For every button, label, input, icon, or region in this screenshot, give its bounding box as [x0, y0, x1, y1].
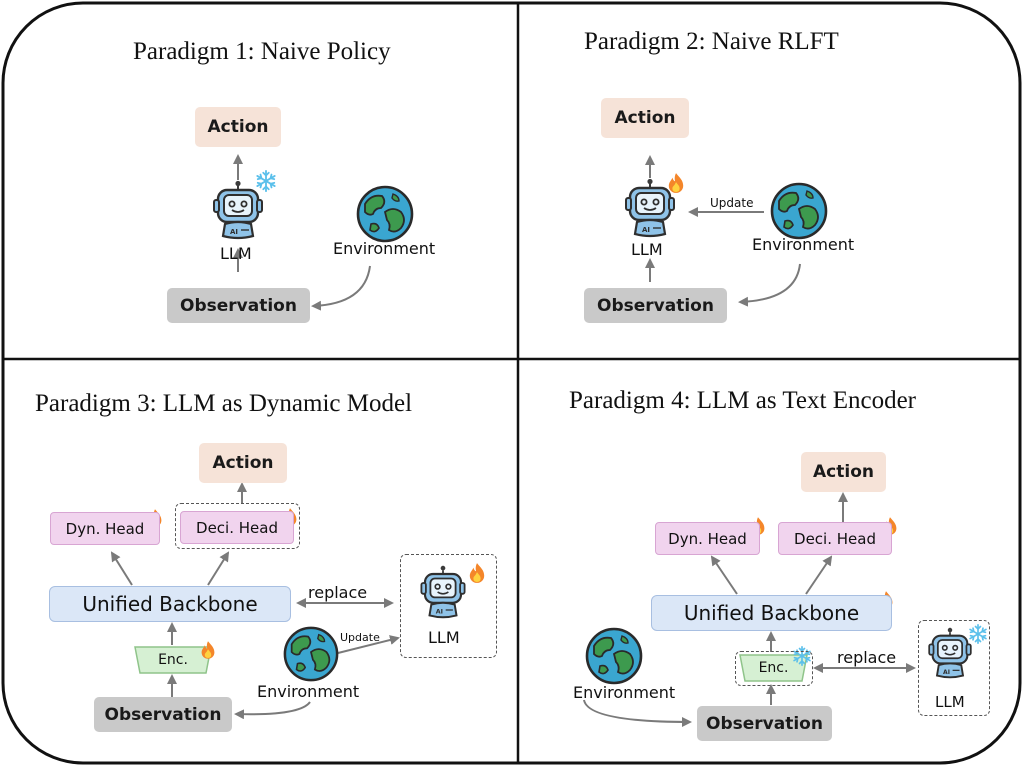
- p2-observation-box: Observation: [584, 288, 727, 323]
- p4-action-box: Action: [801, 452, 886, 492]
- p3-deci-head-dashed-frame: [175, 503, 300, 549]
- p3-arrow-backbone-to-deci: [207, 551, 230, 586]
- p2-earth-icon: [770, 182, 828, 240]
- p3-environment-label: Environment: [257, 682, 360, 701]
- p2-update-label: Update: [710, 196, 754, 210]
- p3-earth-icon: [283, 626, 339, 682]
- p4-environment-label: Environment: [573, 683, 676, 702]
- p3-llm-label: LLM: [428, 628, 460, 647]
- p2-llm-label: LLM: [631, 240, 663, 259]
- p4-unified-backbone: Unified Backbone: [651, 595, 892, 631]
- p4-enc-dashed-frame: [735, 651, 813, 686]
- p3-update-label: Update: [340, 631, 380, 644]
- p3-arrow-env-to-obs: [234, 701, 311, 720]
- p4-replace-label: replace: [837, 648, 897, 667]
- p1-earth-icon: [356, 185, 414, 243]
- p4-observation-box: Observation: [697, 706, 832, 741]
- p1-llm-label: LLM: [220, 244, 252, 263]
- p3-deci-head-box: Deci. Head: [180, 511, 294, 544]
- p3-observation-box: Observation: [94, 697, 232, 732]
- p2-environment-label: Environment: [752, 235, 855, 254]
- p4-llm-label: LLM: [935, 693, 965, 711]
- p3-arrow-update: [333, 635, 400, 655]
- p3-action-box: Action: [199, 443, 287, 483]
- p4-dyn-head-box: Dyn. Head: [655, 522, 760, 555]
- p1-action-box: Action: [195, 107, 281, 147]
- p3-title: Paradigm 3: LLM as Dynamic Model: [35, 390, 413, 417]
- p3-llm-dashed-frame: [400, 554, 497, 658]
- p1-environment-label: Environment: [333, 239, 436, 258]
- p4-arrow-backbone-to-dyn: [710, 555, 738, 595]
- p4-encoder-shape: [739, 654, 808, 682]
- p3-encoder-shape: [134, 646, 212, 674]
- p4-earth-icon: [585, 627, 643, 685]
- p3-unified-backbone: Unified Backbone: [49, 586, 291, 622]
- p3-arrow-backbone-to-dyn: [110, 551, 133, 586]
- p3-replace-label: replace: [308, 583, 368, 602]
- p4-arrow-env-to-obs: [583, 699, 692, 727]
- p1-snowflake-icon: [256, 170, 276, 192]
- p2-robot-icon: [624, 178, 676, 238]
- p4-encoder-label: Enc.: [758, 660, 789, 676]
- p3-encoder-label: Enc.: [158, 652, 188, 668]
- p4-llm-dashed-frame: [918, 620, 990, 716]
- p4-deci-head-box: Deci. Head: [778, 522, 892, 555]
- p1-title: Paradigm 1: Naive Policy: [133, 38, 391, 65]
- p4-arrow-backbone-to-deci: [805, 555, 833, 595]
- p2-title: Paradigm 2: Naive RLFT: [584, 28, 839, 55]
- p2-action-box: Action: [601, 98, 689, 138]
- p1-observation-box: Observation: [167, 288, 310, 323]
- p1-robot-icon: [212, 180, 264, 240]
- p1-arrow-env-to-obs: [311, 265, 371, 311]
- p3-dyn-head-box: Dyn. Head: [50, 512, 160, 545]
- p4-title: Paradigm 4: LLM as Text Encoder: [569, 387, 917, 414]
- p2-fire-icon: [668, 173, 684, 193]
- p2-arrow-env-to-obs: [738, 263, 801, 307]
